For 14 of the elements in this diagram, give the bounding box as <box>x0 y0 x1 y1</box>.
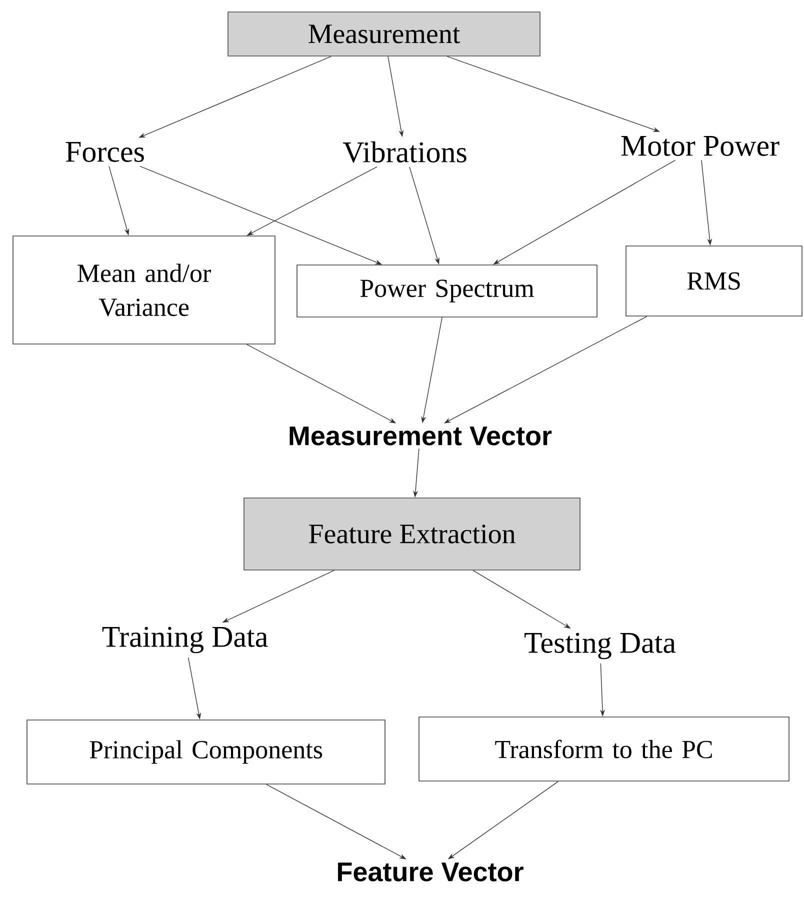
process-box: Principal Components <box>26 720 386 784</box>
process-box: Transform to the PC <box>418 716 790 782</box>
node-text: Forces <box>66 142 144 162</box>
process-box: Power Spectrum <box>296 264 598 318</box>
node-text: Testing Data <box>524 632 676 660</box>
output-label: Measurement Vector <box>290 426 552 446</box>
process-box: RMS <box>626 246 802 316</box>
process-box: Mean and/or Variance <box>12 236 276 344</box>
process-box: Measurement <box>228 12 540 56</box>
node-text: Training Data <box>102 626 268 654</box>
node-text: Motor Power <box>621 136 780 156</box>
output-label: Feature Vector <box>338 862 524 882</box>
process-box: Feature Extraction <box>244 498 580 570</box>
node-text: Vibrations <box>342 141 466 163</box>
